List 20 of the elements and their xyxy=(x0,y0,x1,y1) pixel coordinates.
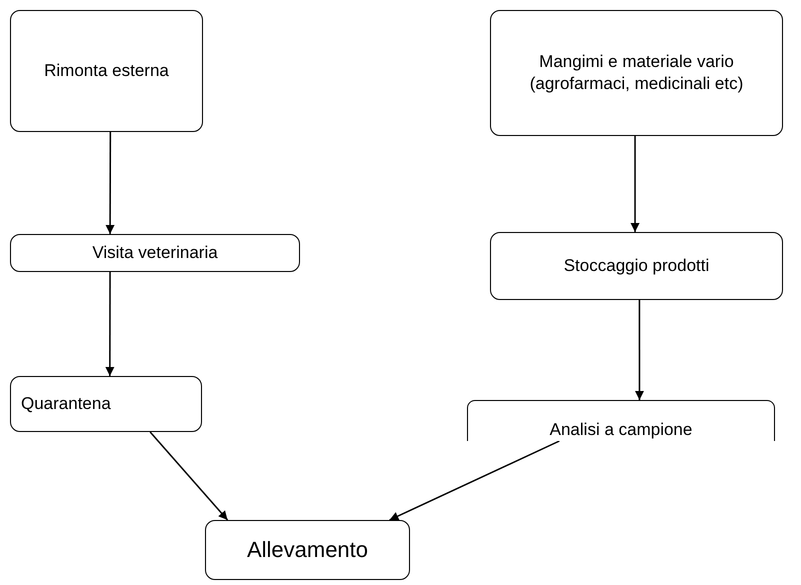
arrow xyxy=(150,432,228,520)
process-box xyxy=(10,376,202,432)
box-label: Rimonta esterna xyxy=(44,60,169,82)
process-box xyxy=(490,232,783,300)
process-box xyxy=(10,234,300,272)
box-label: Visita veterinaria xyxy=(92,242,218,264)
arrow xyxy=(106,132,115,234)
box-label: Quarantena xyxy=(21,392,111,415)
arrow xyxy=(105,272,114,376)
box-label: Allevamento xyxy=(246,536,368,564)
arrow xyxy=(389,440,560,521)
process-box xyxy=(467,400,775,441)
process-box xyxy=(490,10,783,136)
arrow xyxy=(634,300,644,400)
arrow xyxy=(630,136,640,232)
box-label: Stoccaggio prodotti xyxy=(564,254,710,277)
process-box xyxy=(10,10,203,132)
box-label: Analisi a campione xyxy=(550,418,692,441)
process-box xyxy=(205,520,410,580)
box-label: Mangimi e materiale vario (agrofarmaci, medicinali etc) xyxy=(528,50,744,95)
